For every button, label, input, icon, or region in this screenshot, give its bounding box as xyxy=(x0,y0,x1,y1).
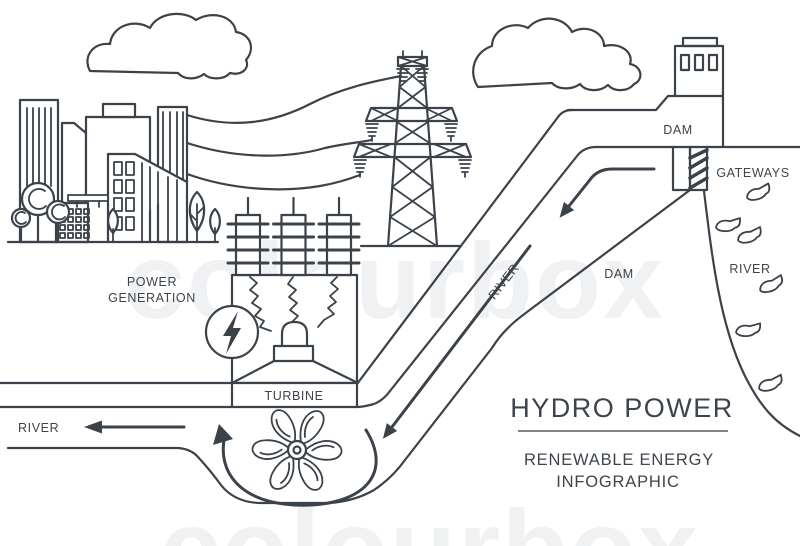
label-power-generation-2: GENERATION xyxy=(108,291,196,305)
label-river-tailrace: RIVER xyxy=(18,421,59,435)
electric-zigzag-icon xyxy=(249,276,339,332)
fish-icon xyxy=(735,322,762,338)
page-title: HYDRO POWER xyxy=(510,393,734,423)
flow-arrow-icon xyxy=(382,244,532,439)
penstock-upper-wall xyxy=(355,145,675,409)
fish-icon xyxy=(746,182,771,201)
dam-upstream-face xyxy=(355,108,574,386)
watermark-text: colourbox xyxy=(125,220,665,341)
label-river-downstream: RIVER xyxy=(729,262,770,276)
swirl-arrow-icon xyxy=(213,424,378,507)
fish-group xyxy=(715,182,783,392)
fish-icon xyxy=(737,226,762,244)
lightning-circle-icon xyxy=(204,304,260,360)
generator-dome-icon xyxy=(232,320,358,384)
label-turbine: TURBINE xyxy=(264,389,323,403)
turbine-assembly xyxy=(213,409,378,507)
generator-coil-icon xyxy=(317,196,361,277)
turbine-fan-icon xyxy=(251,409,343,491)
subtitle-line2: INFOGRAPHIC xyxy=(556,473,679,491)
cloud-icon xyxy=(472,17,642,92)
watermark-text-row2: colourbox xyxy=(160,487,700,546)
fish-icon xyxy=(758,373,783,392)
label-dam-slope: DAM xyxy=(604,267,634,281)
cloud-icon xyxy=(86,12,253,80)
power-line-wire xyxy=(185,138,373,157)
flow-arrows xyxy=(84,167,656,439)
trees xyxy=(10,181,221,244)
label-gateways: GATEWAYS xyxy=(716,166,789,180)
title-block: HYDRO POWER RENEWABLE ENERGY INFOGRAPHIC xyxy=(510,393,734,491)
generator-coil-icon xyxy=(272,196,315,277)
powerhouse xyxy=(0,196,361,409)
transmission-tower-icon xyxy=(352,50,473,248)
power-line-wire xyxy=(185,74,403,124)
generator-coil-icon xyxy=(226,196,270,277)
dam-downstream-face xyxy=(702,189,800,438)
flow-arrow-icon xyxy=(559,167,656,218)
fish-icon xyxy=(715,217,741,233)
turbine-label-box xyxy=(230,381,359,409)
power-lines xyxy=(185,74,403,191)
fish-icon xyxy=(759,274,783,294)
dam-crest-line xyxy=(566,94,677,112)
label-power-generation-1: POWER xyxy=(127,275,177,289)
flow-arrow-icon xyxy=(84,420,186,434)
clouds xyxy=(86,12,642,92)
dam-structure xyxy=(355,36,800,438)
city-skyline xyxy=(6,98,221,244)
label-dam-top: DAM xyxy=(663,123,693,137)
gate-hatch-icon xyxy=(671,145,709,192)
subtitle-line1: RENEWABLE ENERGY xyxy=(524,451,714,469)
dam-control-building-icon xyxy=(673,36,725,149)
power-line-wire xyxy=(185,172,362,191)
building-towers-icon xyxy=(18,98,189,244)
